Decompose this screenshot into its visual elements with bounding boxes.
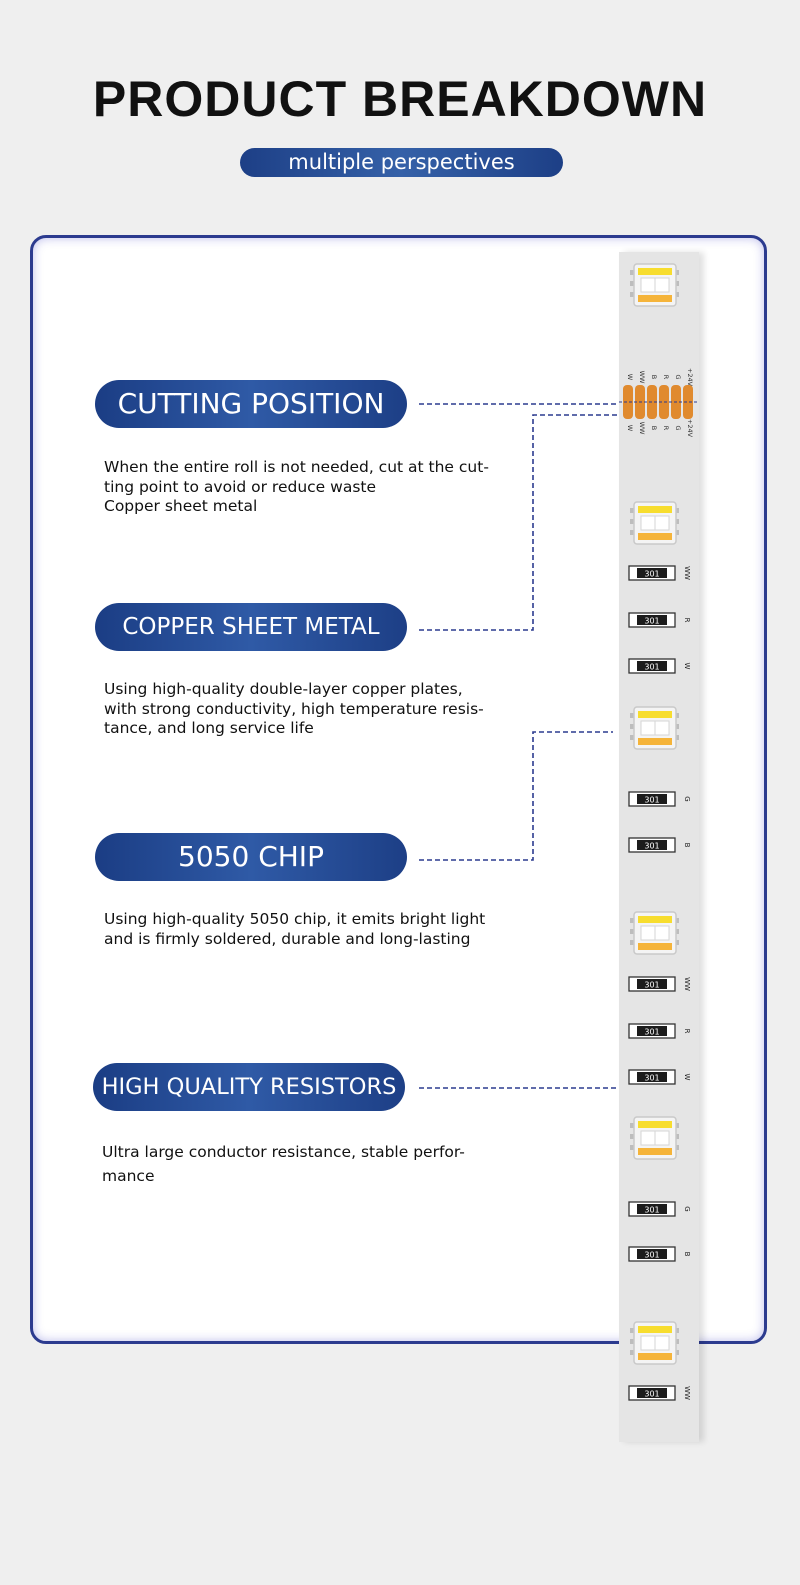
led-chip-5050 [630, 1321, 679, 1365]
pad-label-bottom: WW [638, 422, 646, 435]
resistor-301: 301 WW [628, 1385, 691, 1401]
resistor-code: 301 [644, 796, 659, 805]
pad-label-top: +24V [686, 368, 694, 387]
resistor-code: 301 [644, 1028, 659, 1037]
resistor-301: 301 W [628, 658, 691, 674]
resistor-code: 301 [644, 1390, 659, 1399]
resistor-code: 301 [644, 617, 659, 626]
resistor-301: 301 B [628, 1246, 691, 1262]
page-title: PRODUCT BREAKDOWN [92, 71, 708, 127]
feature-label-copper-sheet-metal: COPPER SHEET METAL [95, 603, 407, 651]
resistor-301: 301 WW [628, 565, 691, 581]
resistor-channel-label: WW [683, 566, 691, 580]
resistor-code: 301 [644, 1251, 659, 1260]
resistor-301: 301 WW [628, 976, 691, 992]
resistor-channel-label: B [683, 843, 691, 848]
resistor-301: 301 G [628, 791, 691, 807]
resistor-channel-label: G [683, 1206, 691, 1211]
feature-desc-cutting-position: When the entire roll is not needed, cut … [104, 458, 489, 515]
resistor-301: 301 B [628, 837, 691, 853]
resistor-channel-label: R [683, 618, 691, 623]
resistor-channel-label: WW [683, 1386, 691, 1400]
feature-label-cutting-position: CUTTING POSITION [95, 380, 407, 428]
resistor-301: 301 R [628, 612, 691, 628]
pad-label-bottom: R [662, 426, 670, 431]
led-chip-5050 [630, 911, 679, 955]
feature-desc-high-quality-resistors: Ultra large conductor resistance, stable… [102, 1143, 465, 1185]
resistor-channel-label: R [683, 1029, 691, 1034]
resistor-channel-label: W [683, 1074, 691, 1081]
resistor-channel-label: G [683, 796, 691, 801]
resistor-301: 301 W [628, 1069, 691, 1085]
pad-label-bottom: B [650, 426, 658, 430]
pad-label-top: WW [638, 371, 646, 384]
resistor-channel-label: WW [683, 977, 691, 991]
pad-label-bottom: G [674, 425, 682, 430]
resistor-code: 301 [644, 981, 659, 990]
pad-label-top: G [674, 374, 682, 379]
resistor-channel-label: B [683, 1252, 691, 1257]
pad-label-top: W [626, 374, 634, 381]
feature-desc-5050-chip: Using high-quality 5050 chip, it emits b… [104, 910, 486, 948]
pad-label-bottom: W [626, 425, 634, 432]
resistor-code: 301 [644, 570, 659, 579]
feature-desc-copper-sheet-metal: Using high-quality double-layer copper p… [104, 680, 484, 737]
feature-label-high-quality-resistors: HIGH QUALITY RESISTORS [93, 1063, 405, 1111]
pad-label-top: R [662, 375, 670, 380]
resistor-code: 301 [644, 1074, 659, 1083]
resistor-channel-label: W [683, 663, 691, 670]
page-subtitle: multiple perspectives [240, 148, 563, 177]
led-chip-5050 [630, 1116, 679, 1160]
pad-label-top: B [650, 375, 658, 379]
led-chip-5050 [630, 263, 679, 307]
pad-label-bottom: +24V [686, 419, 694, 438]
led-chip-5050 [630, 501, 679, 545]
resistor-code: 301 [644, 663, 659, 672]
feature-label-5050-chip: 5050 CHIP [95, 833, 407, 881]
resistor-301: 301 G [628, 1201, 691, 1217]
resistor-code: 301 [644, 842, 659, 851]
resistor-code: 301 [644, 1206, 659, 1215]
led-chip-5050 [630, 706, 679, 750]
resistor-301: 301 R [628, 1023, 691, 1039]
